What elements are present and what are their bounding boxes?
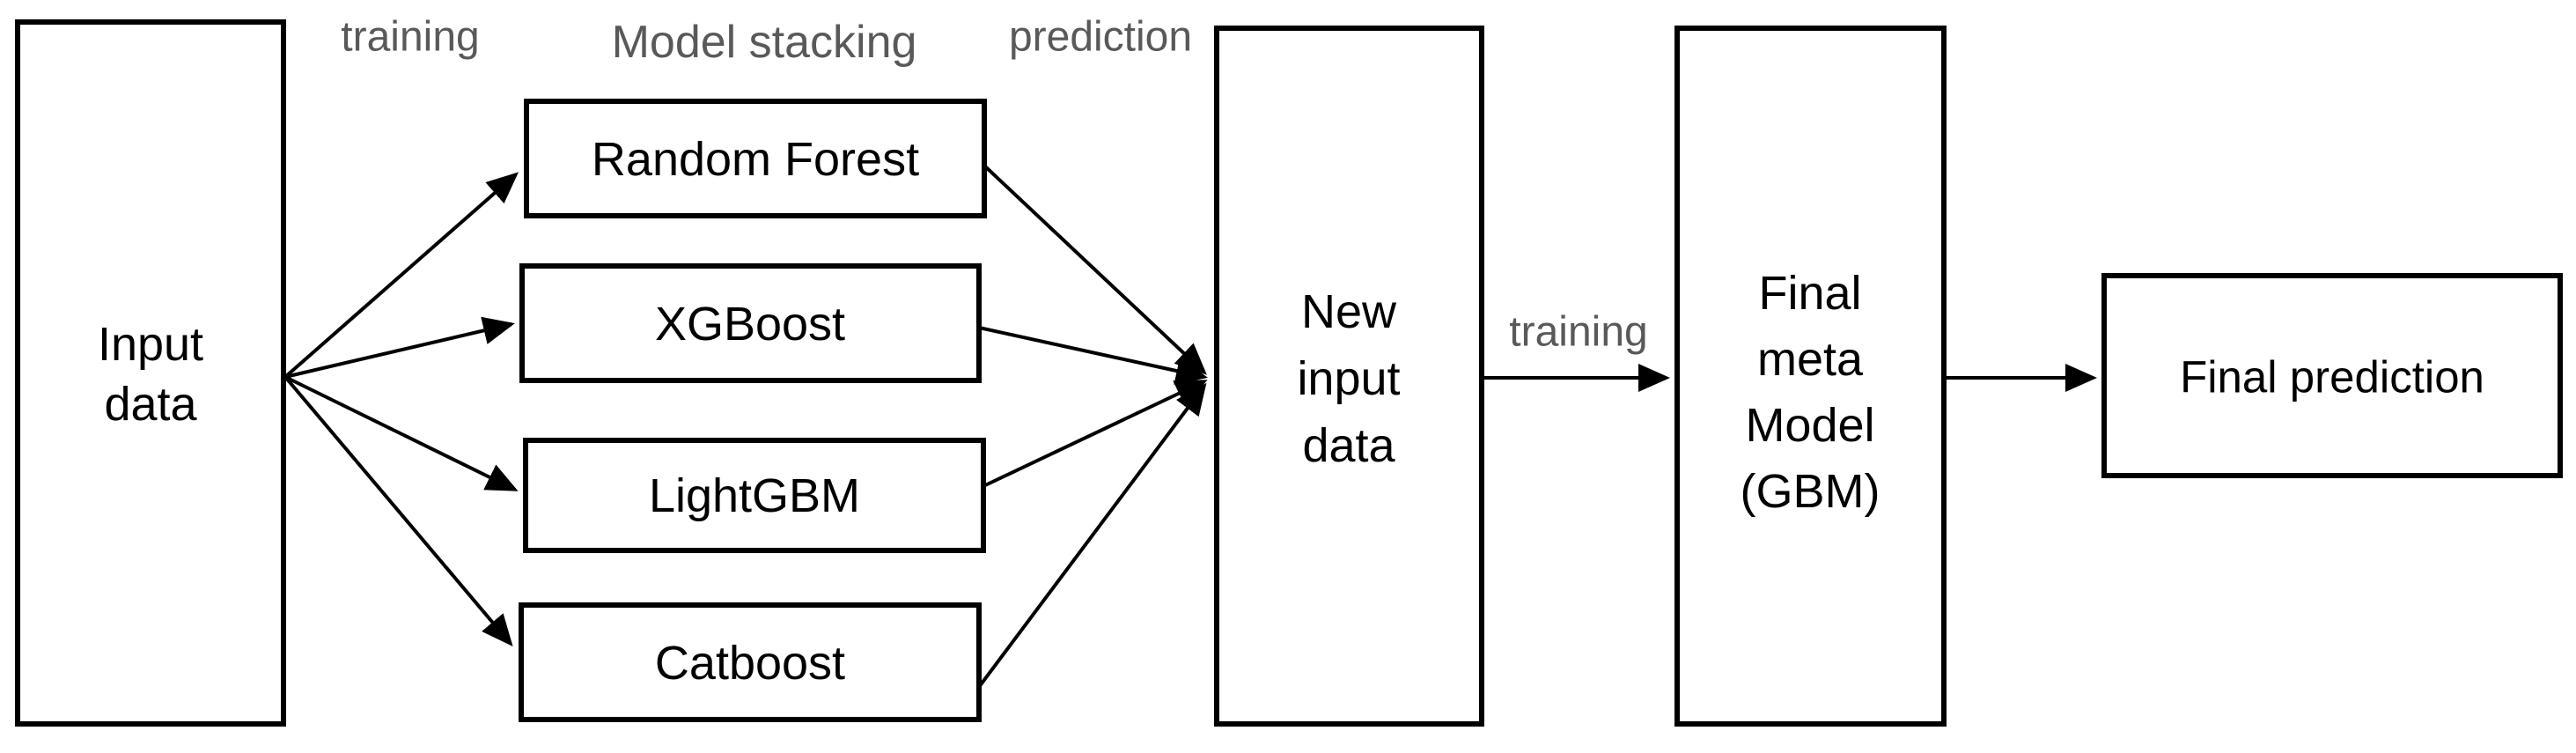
node-new-input-data: New input data (1214, 26, 1484, 727)
catboost-label: Catboost (655, 637, 845, 690)
node-final-prediction: Final prediction (2101, 273, 2563, 478)
arrow-input-to-catboost (283, 375, 513, 647)
catboost-box (519, 602, 982, 722)
model-stacking-title: Model stacking (612, 17, 917, 68)
arrow-xgboost-to-new-input (978, 326, 1208, 385)
lightgbm-label: LightGBM (649, 469, 860, 522)
random-forest-label: Random Forest (592, 133, 919, 186)
training-mid-label: training (1509, 309, 1647, 356)
node-final-meta-model: Final meta Model (GBM) (1674, 26, 1947, 727)
arrow-input-to-lightgbm (284, 375, 519, 491)
final-prediction-label: Final prediction (2180, 352, 2484, 402)
final-meta-model-label-line4: (GBM) (1741, 465, 1880, 518)
lightgbm-box (523, 438, 986, 553)
xgboost-label: XGBoost (655, 298, 845, 351)
prediction-arrows-group (977, 164, 1208, 689)
new-input-data-label-line3: data (1302, 419, 1395, 472)
new-input-data-box (1214, 26, 1484, 727)
input-data-box (15, 19, 286, 727)
new-input-data-label-line2: input (1297, 352, 1400, 405)
new-input-data-label-line1: New (1301, 285, 1397, 338)
random-forest-box (524, 99, 987, 218)
training-arrows-group (283, 172, 519, 647)
node-catboost: Catboost (519, 602, 982, 722)
final-prediction-box (2101, 273, 2563, 478)
node-xgboost: XGBoost (519, 263, 982, 383)
input-data-label-line2: data (104, 378, 197, 431)
final-meta-model-label-line2: meta (1757, 333, 1864, 386)
final-meta-model-label-line1: Final (1758, 267, 1861, 320)
arrow-lightgbm-to-new-input (983, 380, 1208, 488)
prediction-label: prediction (1009, 14, 1192, 61)
node-lightgbm: LightGBM (523, 438, 986, 553)
arrow-input-to-xgboost (284, 316, 515, 379)
xgboost-box (519, 263, 982, 383)
arrow-random-forest-to-new-input (983, 164, 1207, 375)
arrow-catboost-to-new-input (977, 382, 1207, 689)
arrow-input-to-random-forest (283, 172, 519, 379)
node-random-forest: Random Forest (524, 99, 987, 218)
final-meta-model-box (1674, 26, 1947, 727)
training-left-label: training (341, 14, 479, 61)
input-data-label-line1: Input (98, 318, 203, 371)
node-input-data: Input data (15, 19, 286, 727)
final-meta-model-label-line3: Model (1745, 399, 1874, 452)
